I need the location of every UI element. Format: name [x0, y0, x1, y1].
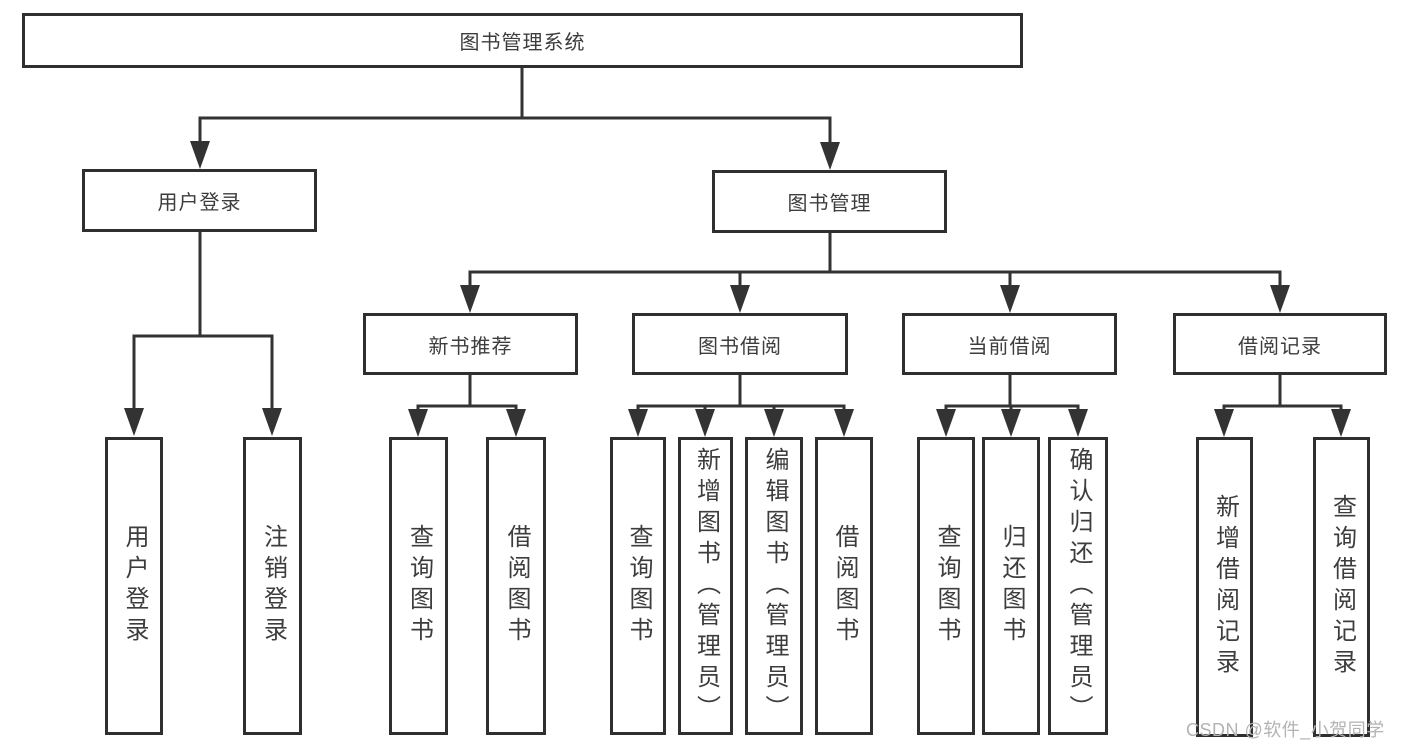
node-user-login: 用户登录 — [82, 169, 317, 232]
leaf-bb-query-books: 查询图书 — [610, 437, 666, 735]
leaf-logout: 注销登录 — [243, 437, 302, 735]
node-current-borrowing: 当前借阅 — [902, 313, 1117, 375]
connector-user-login — [124, 230, 282, 436]
leaf-cb-confirm-return-admin: 确认归还（管理员） — [1048, 437, 1108, 735]
leaf-nbr-query-books: 查询图书 — [389, 437, 448, 735]
node-book-management: 图书管理 — [712, 170, 947, 233]
leaf-nbr-borrow-books: 借阅图书 — [486, 437, 546, 735]
watermark-text: CSDN @软件_小贺同学 — [1186, 720, 1385, 740]
leaf-cb-return-books: 归还图书 — [982, 437, 1040, 735]
connector-borrowing-records — [1214, 373, 1351, 437]
leaf-cb-query-books: 查询图书 — [917, 437, 975, 735]
connector-new-book-recommendation — [408, 373, 526, 437]
connector-book-management — [460, 231, 1290, 313]
connector-current-borrowing — [936, 373, 1088, 437]
leaf-bb-edit-book-admin: 编辑图书（管理员） — [745, 437, 803, 735]
connector-root — [190, 66, 840, 170]
leaf-br-add-borrow-record: 新增借阅记录 — [1196, 437, 1253, 737]
leaf-user-login: 用户登录 — [105, 437, 163, 735]
leaf-br-query-borrow-record: 查询借阅记录 — [1313, 437, 1370, 737]
connector-book-borrowing — [628, 373, 854, 437]
node-new-book-recommendation: 新书推荐 — [363, 313, 578, 375]
node-borrowing-records: 借阅记录 — [1173, 313, 1387, 375]
leaf-bb-borrow-books: 借阅图书 — [815, 437, 873, 735]
node-book-borrowing: 图书借阅 — [632, 313, 848, 375]
node-library-management-system: 图书管理系统 — [22, 13, 1023, 68]
leaf-bb-add-book-admin: 新增图书（管理员） — [678, 437, 733, 735]
